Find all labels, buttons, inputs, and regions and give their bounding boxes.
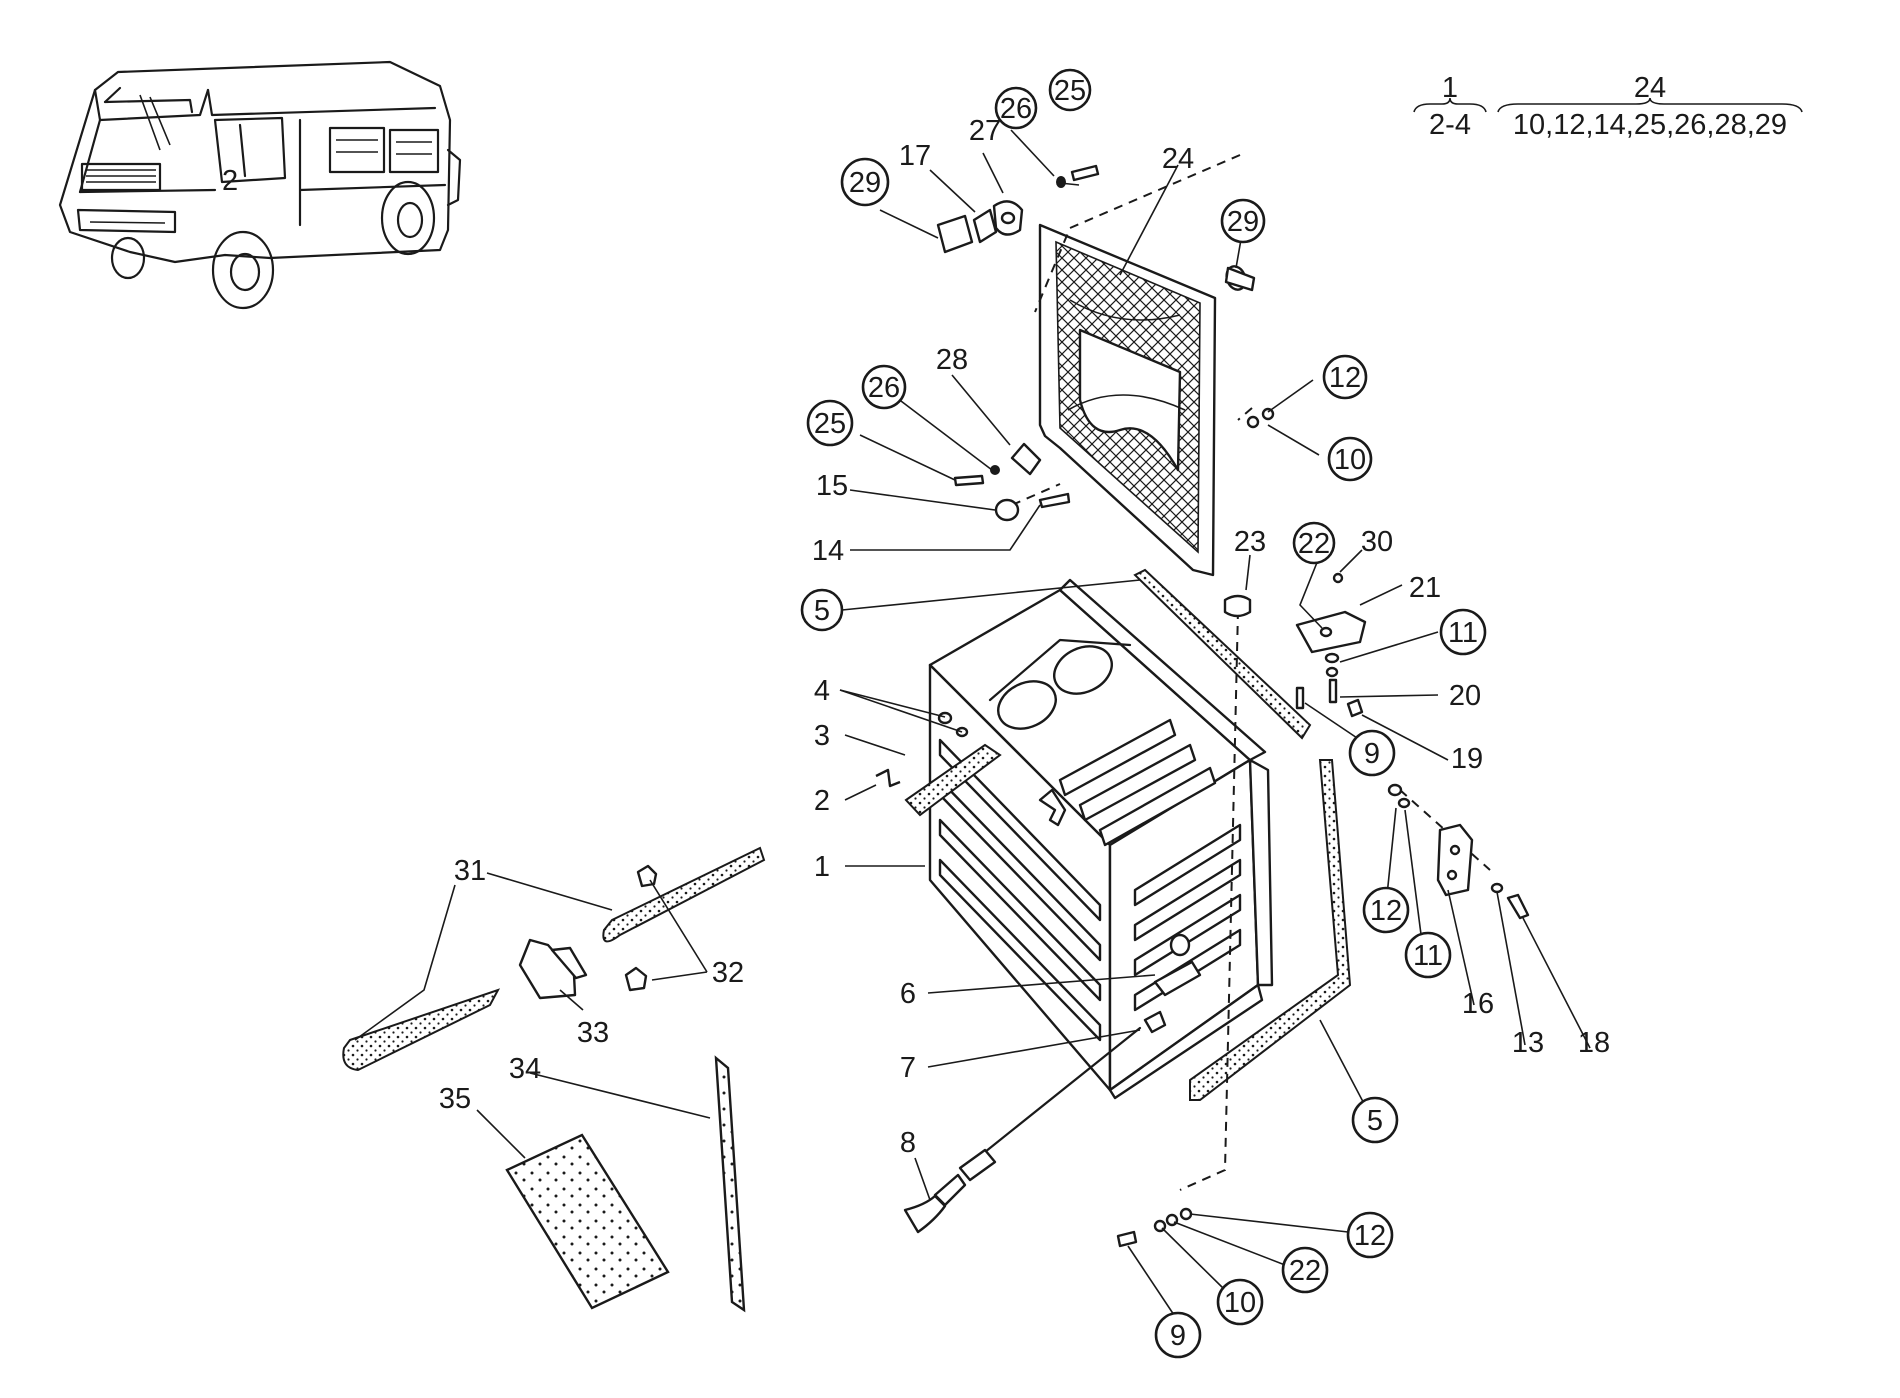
callout-35: 35 bbox=[439, 1083, 471, 1115]
vehicle-thumbnail: 2 bbox=[58, 60, 462, 310]
callout-31: 31 bbox=[454, 855, 486, 887]
callout-30: 30 bbox=[1361, 526, 1393, 558]
svg-text:5: 5 bbox=[814, 595, 830, 627]
svg-text:10: 10 bbox=[1224, 1287, 1256, 1319]
callout-13: 13 bbox=[1512, 1027, 1544, 1059]
cable-and-fittings bbox=[903, 933, 1202, 1234]
mat-large bbox=[505, 1133, 670, 1310]
svg-text:22: 22 bbox=[1298, 528, 1330, 560]
svg-text:29: 29 bbox=[1227, 206, 1259, 238]
callout-22-top: 22 bbox=[1292, 521, 1336, 565]
callout-15: 15 bbox=[816, 470, 848, 502]
small-parts-left bbox=[953, 407, 1275, 522]
callout-12-top: 12 bbox=[1322, 354, 1368, 400]
svg-text:11: 11 bbox=[1413, 940, 1443, 972]
svg-text:22: 22 bbox=[1289, 1255, 1321, 1287]
grille-cover bbox=[1038, 223, 1217, 577]
callout-20: 20 bbox=[1449, 680, 1481, 712]
callout-6: 6 bbox=[900, 978, 916, 1010]
svg-text:11: 11 bbox=[1448, 617, 1478, 649]
small-parts-right-top bbox=[1223, 572, 1530, 920]
callout-11-mid: 11 bbox=[1404, 931, 1452, 979]
callout-16: 16 bbox=[1462, 988, 1494, 1020]
svg-text:12: 12 bbox=[1354, 1220, 1386, 1252]
svg-text:10: 10 bbox=[1334, 444, 1366, 476]
callout-8: 8 bbox=[900, 1127, 916, 1159]
callout-28: 28 bbox=[936, 344, 968, 376]
svg-text:5: 5 bbox=[1367, 1105, 1383, 1137]
callout-33: 33 bbox=[577, 1017, 609, 1049]
callout-12-bottom: 12 bbox=[1346, 1211, 1394, 1259]
callout-11-top: 11 bbox=[1439, 608, 1487, 656]
svg-text:25: 25 bbox=[814, 408, 846, 440]
callout-29-right: 29 bbox=[1220, 198, 1266, 244]
callout-9-bottom: 9 bbox=[1154, 1311, 1202, 1359]
callout-26-left: 26 bbox=[861, 364, 907, 410]
callout-22-bottom: 22 bbox=[1281, 1246, 1329, 1294]
legend-right-bottom: 10,12,14,25,26,28,29 bbox=[1513, 109, 1787, 141]
leader-lines bbox=[354, 129, 1591, 1319]
callout-23: 23 bbox=[1234, 526, 1266, 558]
callout-5-right: 5 bbox=[1351, 1096, 1399, 1144]
seal-strip-top bbox=[1133, 568, 1312, 740]
svg-text:26: 26 bbox=[868, 372, 900, 404]
callout-25-left: 25 bbox=[806, 399, 854, 447]
callout-10-top: 10 bbox=[1327, 436, 1373, 482]
callout-1: 1 bbox=[814, 851, 830, 883]
callout-5-left: 5 bbox=[800, 588, 844, 632]
strap-parts bbox=[875, 711, 1002, 817]
svg-text:12: 12 bbox=[1329, 362, 1361, 394]
callout-2: 2 bbox=[814, 785, 830, 817]
svg-text:26: 26 bbox=[1000, 93, 1032, 125]
callout-21: 21 bbox=[1409, 572, 1441, 604]
callout-34: 34 bbox=[509, 1053, 541, 1085]
svg-text:29: 29 bbox=[849, 167, 881, 199]
callout-25-top: 25 bbox=[1048, 68, 1092, 112]
bottom-fasteners bbox=[1116, 1207, 1193, 1248]
callout-12-mid: 12 bbox=[1362, 886, 1410, 934]
callout-14: 14 bbox=[812, 535, 844, 567]
callouts: 25 26 29 29 26 25 12 10 5 22 11 9 12 11 … bbox=[439, 68, 1610, 1359]
callout-10-bottom: 10 bbox=[1216, 1278, 1264, 1326]
legend: 1 2-4 24 10,12,14,25,26,28,29 bbox=[1413, 72, 1803, 141]
svg-text:9: 9 bbox=[1170, 1320, 1186, 1352]
callout-18: 18 bbox=[1578, 1027, 1610, 1059]
seal-strip-right bbox=[1189, 759, 1352, 1101]
legend-left-bottom: 2-4 bbox=[1429, 109, 1471, 141]
svg-text:2: 2 bbox=[222, 165, 238, 197]
callout-4: 4 bbox=[814, 675, 830, 707]
loose-parts bbox=[342, 846, 766, 1072]
callout-29-left: 29 bbox=[840, 157, 890, 207]
callout-3: 3 bbox=[814, 720, 830, 752]
callout-17: 17 bbox=[899, 140, 931, 172]
callout-26-top: 26 bbox=[994, 86, 1038, 130]
mat-narrow bbox=[714, 1055, 746, 1313]
svg-text:12: 12 bbox=[1370, 895, 1402, 927]
svg-text:9: 9 bbox=[1364, 738, 1380, 770]
callout-27: 27 bbox=[969, 115, 1001, 147]
callout-32: 32 bbox=[712, 957, 744, 989]
callout-9-right: 9 bbox=[1348, 729, 1396, 777]
left-face-slots bbox=[938, 738, 1102, 1042]
callout-7: 7 bbox=[900, 1052, 916, 1084]
callout-19: 19 bbox=[1451, 743, 1483, 775]
legend-left-top: 1 bbox=[1442, 72, 1458, 104]
svg-text:25: 25 bbox=[1054, 75, 1086, 107]
small-parts-top bbox=[936, 164, 1256, 292]
callout-24: 24 bbox=[1162, 143, 1194, 175]
